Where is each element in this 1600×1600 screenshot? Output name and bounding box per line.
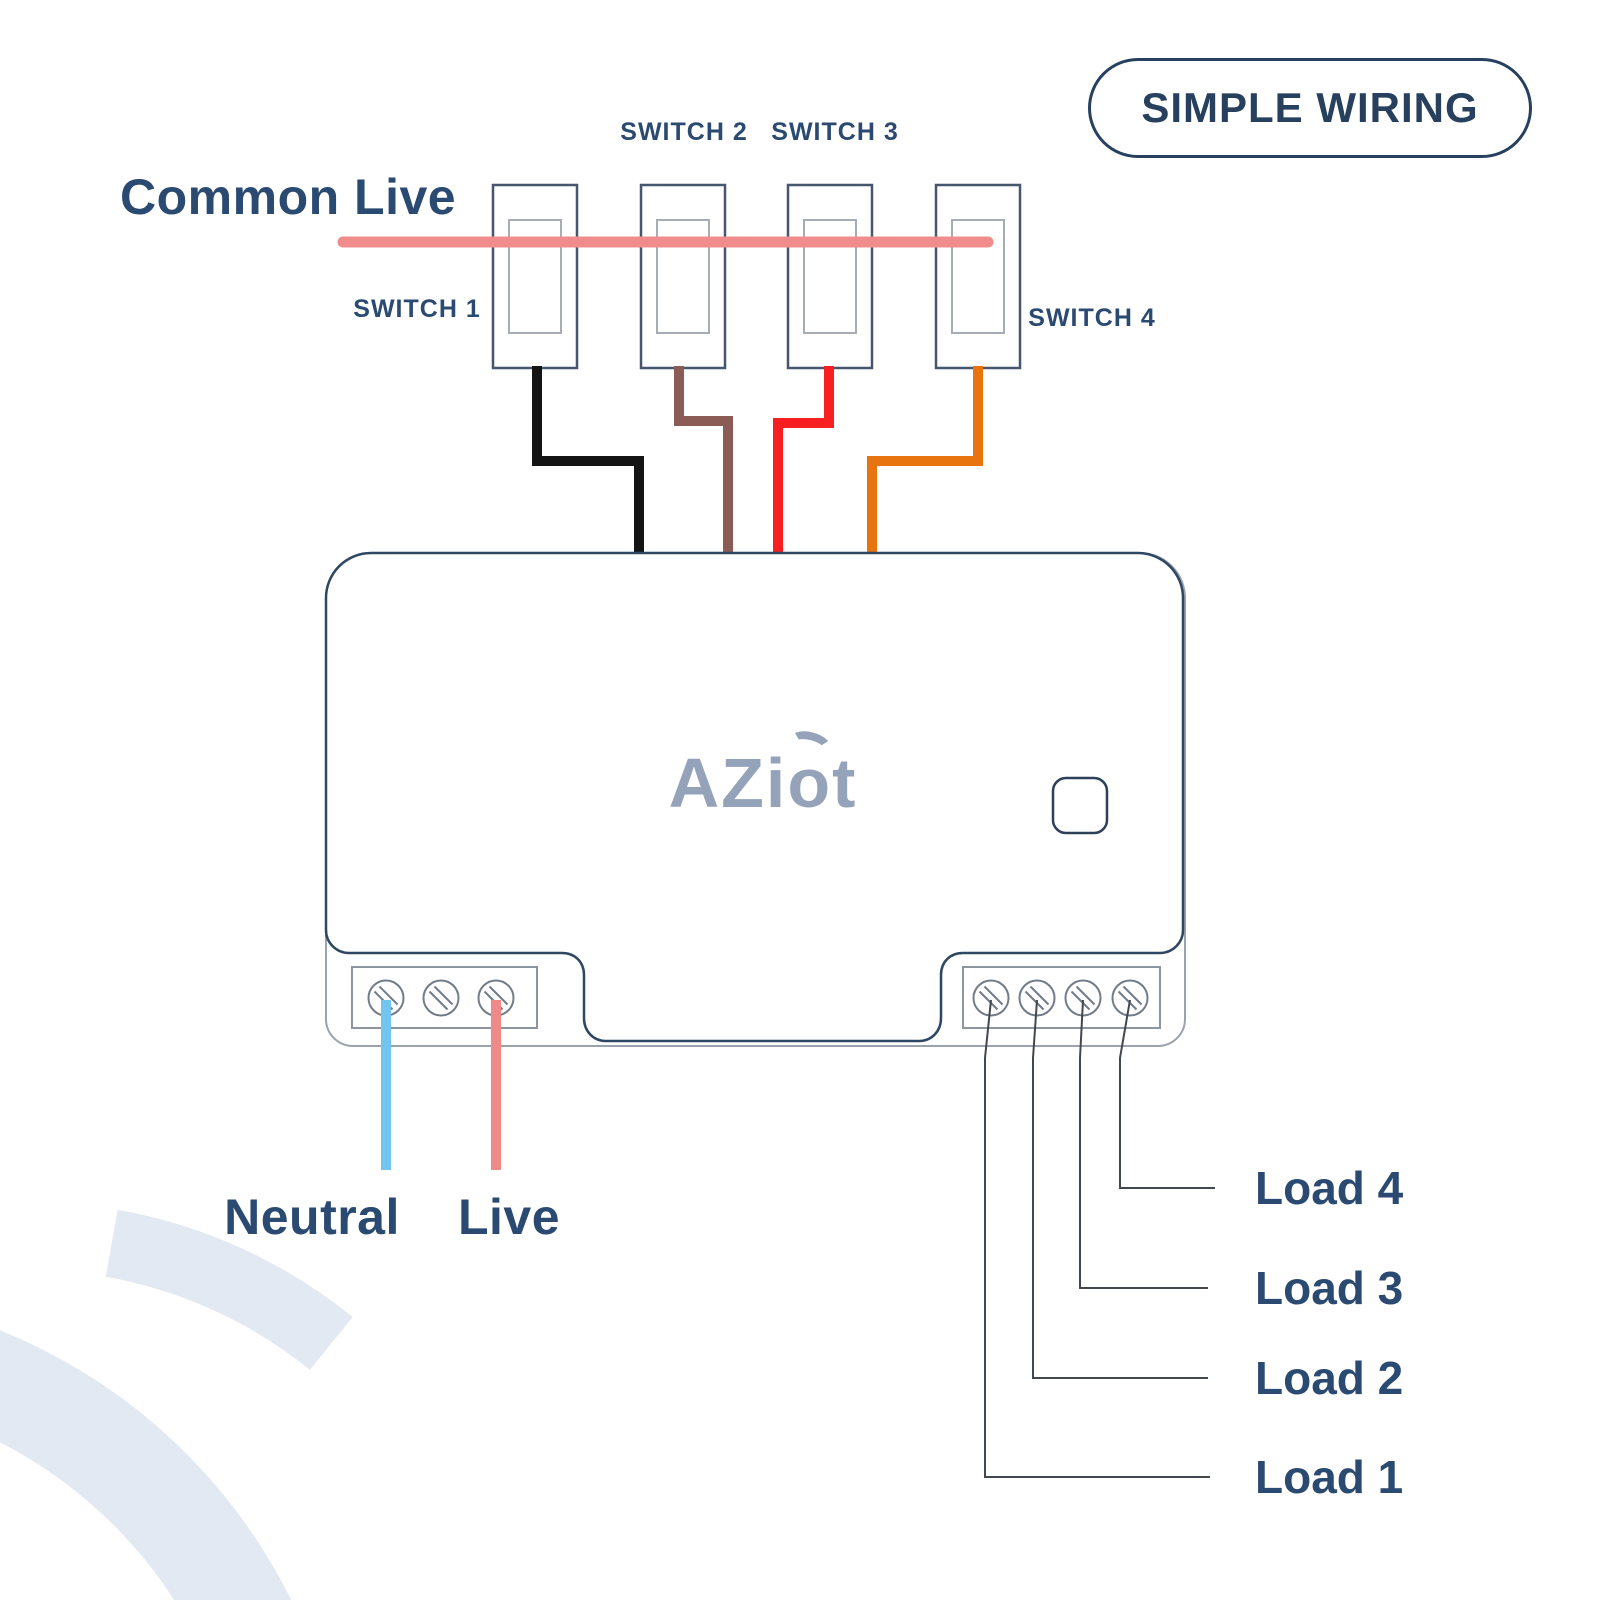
switch-2 <box>639 183 727 370</box>
switch-2-body <box>639 183 727 370</box>
switch-3-body <box>786 183 874 370</box>
switch-4-wire-orange <box>867 366 983 558</box>
live-label: Live <box>457 1189 561 1245</box>
load-4-screw <box>1111 979 1149 1017</box>
logo-text-az: AZi <box>668 744 788 822</box>
neutral-label: Neutral <box>224 1189 400 1245</box>
logo-text-t: t <box>832 744 858 822</box>
load-2-line <box>1032 999 1208 1379</box>
device-body <box>324 551 1185 1043</box>
middle-screw <box>422 979 460 1017</box>
load-3-line <box>1079 999 1208 1289</box>
switch-1-label: SWITCH 1 <box>353 295 481 323</box>
switch-4-rocker <box>951 219 1005 334</box>
switch-2-wire-brown <box>674 366 733 558</box>
switch-2-label: SWITCH 2 <box>620 118 748 146</box>
load-2-label: Load 2 <box>1255 1352 1404 1404</box>
logo-o-with-arc: o <box>784 727 834 818</box>
switch-4-body <box>934 183 1022 370</box>
switch-1-wire-black <box>532 366 644 558</box>
decor-arc-large <box>0 1330 292 1600</box>
device-reset-button[interactable] <box>1051 776 1109 835</box>
switch-3-wire-red <box>773 366 834 558</box>
simple-wiring-badge: SIMPLE WIRING <box>1088 58 1532 158</box>
load-1-label: Load 1 <box>1255 1451 1404 1503</box>
switch-1 <box>491 183 579 370</box>
switch-3 <box>786 183 874 370</box>
switch-1-body <box>491 183 579 370</box>
load-1-line <box>984 999 1210 1478</box>
switch-3-rocker <box>803 219 857 334</box>
load-2-screw <box>1018 979 1056 1017</box>
decor-arc-small <box>105 1209 353 1370</box>
switch-1-rocker <box>508 219 562 334</box>
switch-3-label: SWITCH 3 <box>771 118 899 146</box>
simple-wiring-badge-label: SIMPLE WIRING <box>1141 84 1479 131</box>
common-live-label: Common Live <box>120 169 457 225</box>
load-1-screw <box>972 979 1010 1017</box>
switch-2-rocker <box>656 219 710 334</box>
logo-text-o: o <box>787 744 833 822</box>
load-4-label: Load 4 <box>1255 1162 1404 1214</box>
load-callout-lines <box>984 999 1215 1478</box>
load-4-line <box>1119 999 1215 1189</box>
switch-4-label: SWITCH 4 <box>1028 304 1156 332</box>
switch-4 <box>934 183 1022 370</box>
load-3-label: Load 3 <box>1255 1262 1404 1314</box>
